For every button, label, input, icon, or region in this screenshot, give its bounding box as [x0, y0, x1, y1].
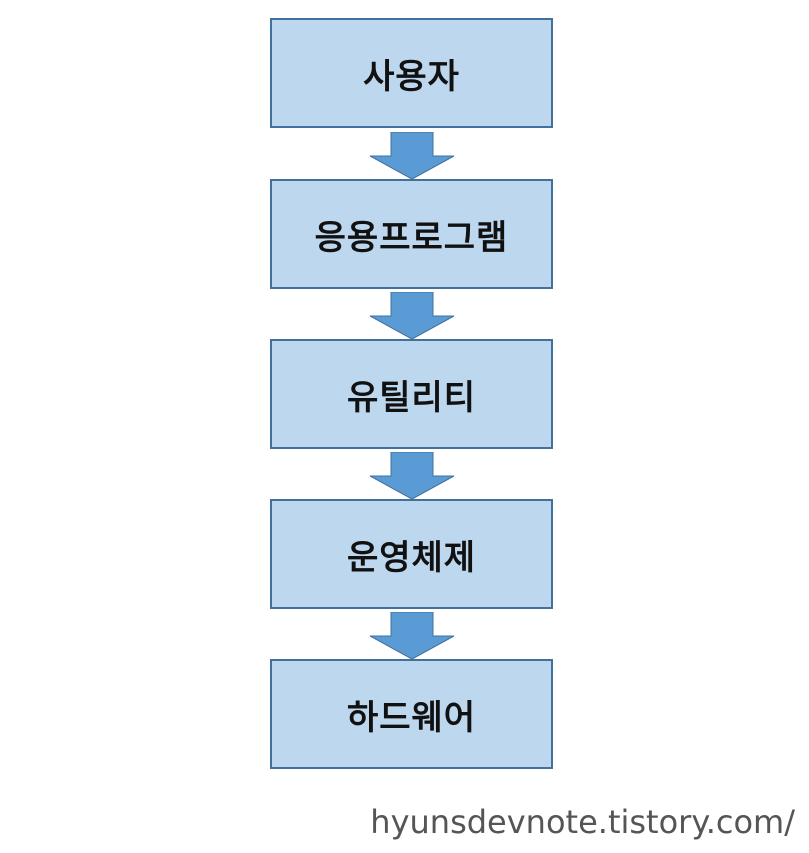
- layer-label: 운영체제: [346, 537, 477, 578]
- layer-box-application: 응용프로그램: [270, 179, 553, 289]
- down-arrow-icon: [369, 612, 455, 660]
- layer-box-utility: 유틸리티: [270, 339, 553, 449]
- layer-label: 응용프로그램: [314, 217, 509, 258]
- layer-label: 하드웨어: [346, 697, 477, 738]
- layer-box-operating-system: 운영체제: [270, 499, 553, 609]
- layer-label: 유틸리티: [346, 377, 477, 418]
- down-arrow-icon: [369, 292, 455, 340]
- layer-label: 사용자: [363, 56, 460, 97]
- down-arrow-icon: [369, 132, 455, 180]
- down-arrow-icon: [369, 452, 455, 500]
- watermark-text: hyunsdevnote.tistory.com/: [370, 803, 795, 841]
- layer-box-user: 사용자: [270, 18, 553, 128]
- layer-box-hardware: 하드웨어: [270, 659, 553, 769]
